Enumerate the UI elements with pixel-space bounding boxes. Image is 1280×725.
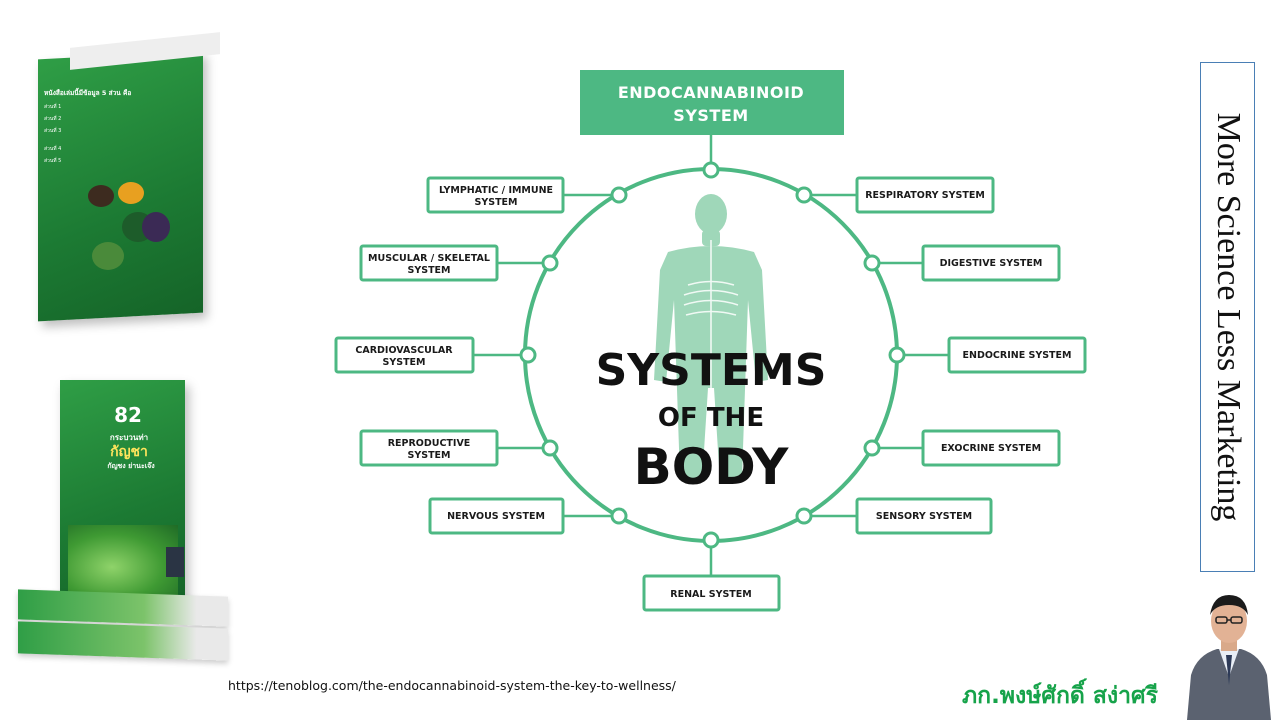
presenter-photo — [1183, 585, 1275, 720]
top-box-line2: SYSTEM — [673, 106, 748, 125]
book-subtitle: กระบวนท่า — [109, 433, 149, 442]
node-sensory: SENSORY SYSTEM — [876, 511, 972, 522]
top-box-line1: ENDOCANNABINOID — [618, 83, 804, 102]
node-endocrine: ENDOCRINE SYSTEM — [963, 350, 1072, 361]
book-part: ส่วนที่ 5 — [44, 158, 62, 164]
node-reproductive-line1: REPRODUCTIVE — [388, 438, 471, 449]
vertical-banner-text: More Science Less Marketing — [1209, 112, 1247, 522]
center-title-line2: OF THE — [658, 403, 764, 433]
endocannabinoid-diagram: ENDOCANNABINOID SYSTEM SYSTEMS OF THE BO… — [334, 70, 1087, 612]
herb-photo — [118, 182, 144, 204]
node-lymphatic-line1: LYMPHATIC / IMMUNE — [439, 185, 553, 196]
center-title-line1: SYSTEMS — [596, 345, 827, 396]
node-muscular-line2: SYSTEM — [408, 265, 451, 276]
node-digestive: DIGESTIVE SYSTEM — [940, 258, 1043, 269]
book-tagline: กัญชง ย่านะเจ๊ง — [107, 462, 155, 470]
node-reproductive-line2: SYSTEM — [408, 450, 451, 461]
center-title-line3: BODY — [634, 438, 789, 496]
node-respiratory: RESPIRATORY SYSTEM — [865, 190, 985, 201]
top-box — [580, 70, 844, 135]
book-part: ส่วนที่ 3 — [44, 128, 62, 134]
node-exocrine: EXOCRINE SYSTEM — [941, 443, 1041, 454]
book-number: 82 — [114, 403, 142, 427]
book-heading: หนังสือเล่มนี้มีข้อมูล 5 ส่วน คือ — [44, 89, 132, 97]
berry-photo — [142, 212, 170, 242]
node-cardiovascular-line1: CARDIOVASCULAR — [355, 345, 453, 356]
author-name: ภก.พงษ์ศักดิ์ สง่าศรี — [962, 683, 1158, 709]
node-cardiovascular-line2: SYSTEM — [383, 357, 426, 368]
node-muscular-line1: MUSCULAR / SKELETAL — [368, 253, 490, 264]
junction-dots — [519, 161, 906, 549]
leaf-photo — [92, 242, 124, 270]
herb-photo — [88, 185, 114, 207]
book-part: ส่วนที่ 4 — [44, 146, 62, 152]
book-part: ส่วนที่ 1 — [44, 104, 62, 110]
vertical-banner: More Science Less Marketing — [1200, 62, 1255, 572]
source-url[interactable]: https://tenoblog.com/the-endocannabinoid… — [228, 678, 676, 693]
node-renal: RENAL SYSTEM — [670, 589, 751, 600]
book-image-top: หนังสือเล่มนี้มีข้อมูล 5 ส่วน คือ ส่วนที… — [30, 20, 220, 322]
node-nervous: NERVOUS SYSTEM — [447, 511, 545, 522]
book-image-bottom: 82 กระบวนท่า กัญชา กัญชง ย่านะเจ๊ง — [18, 375, 233, 675]
node-lymphatic-line2: SYSTEM — [475, 197, 518, 208]
book-title: กัญชา — [110, 444, 148, 460]
book-part: ส่วนที่ 2 — [44, 116, 62, 122]
